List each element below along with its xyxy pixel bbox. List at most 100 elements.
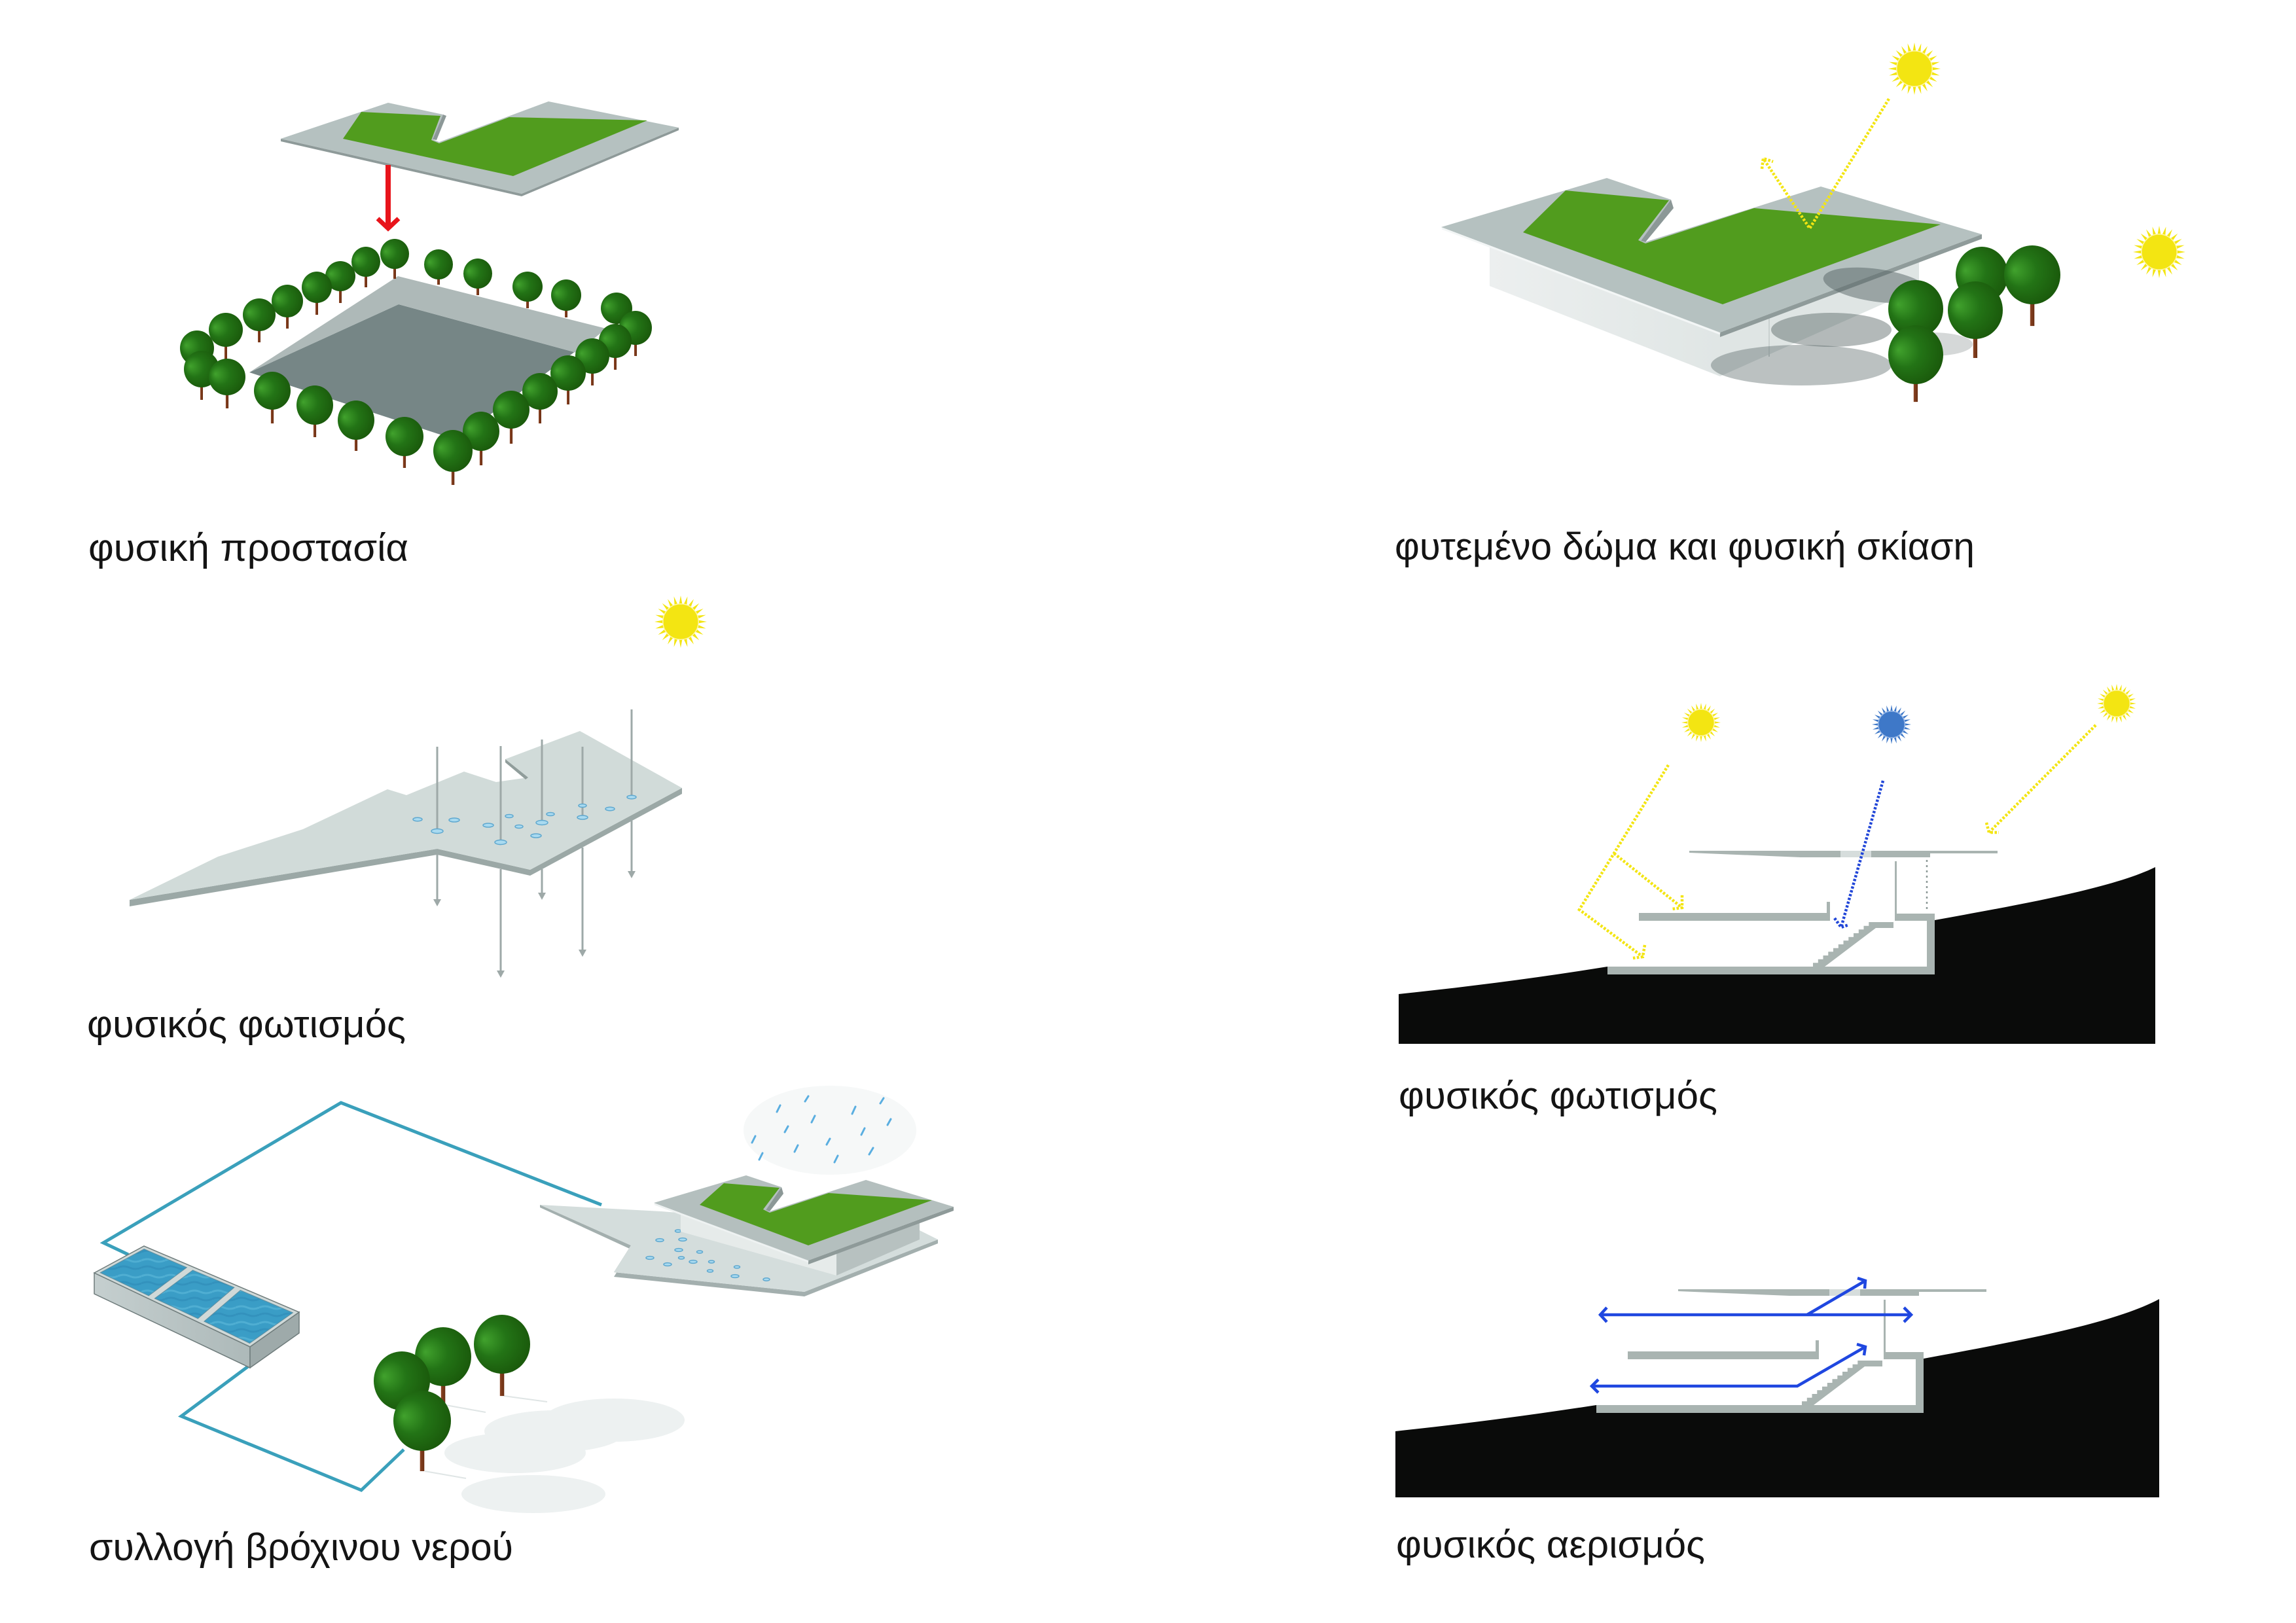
tree-trunk	[509, 420, 513, 444]
skylight	[689, 1259, 698, 1264]
sun-ray-spike	[2157, 226, 2161, 236]
sun-ray-spike	[1700, 735, 1702, 742]
light-shafts-upper	[436, 709, 633, 842]
tree	[209, 313, 243, 360]
drain-pipe	[99, 1101, 602, 1492]
sun-ray-spike	[1912, 85, 1916, 95]
sun-ray-spike	[2134, 245, 2144, 249]
column	[1884, 1300, 1886, 1353]
arrow-head	[376, 217, 401, 232]
tree	[380, 239, 409, 279]
side-wall	[836, 1222, 920, 1275]
building-section	[1607, 851, 1998, 974]
tree-trunk	[614, 350, 617, 370]
skylight	[674, 1229, 682, 1233]
tree-canopy	[474, 1315, 530, 1374]
skylight	[482, 823, 494, 828]
sun-ray-spike	[673, 637, 678, 647]
tree-canopy	[351, 247, 380, 277]
tree-canopy	[463, 412, 499, 451]
tree	[463, 259, 492, 295]
skylight	[655, 1238, 664, 1243]
lower-floor-slab	[1596, 1405, 1924, 1413]
sun-ray-spike	[673, 596, 678, 607]
green-roof	[343, 112, 647, 176]
ground-section	[1399, 867, 2155, 1044]
skylight	[448, 817, 460, 823]
rain-drop	[804, 1095, 810, 1103]
tree-canopy	[209, 313, 243, 347]
sun-ray-spike	[2115, 684, 2118, 691]
tree-canopy	[243, 298, 276, 331]
roof-edge-highlight	[1441, 227, 1721, 335]
sun-disk	[662, 603, 699, 640]
shadow-link	[503, 1395, 548, 1402]
tree-canopy	[463, 259, 492, 289]
tree-canopy	[325, 261, 355, 291]
sun-icon	[655, 596, 707, 648]
tree	[302, 272, 332, 315]
rear-floor-slab	[1895, 914, 1935, 921]
tree	[386, 417, 423, 468]
rain	[744, 1086, 916, 1175]
rain-drop	[851, 1105, 857, 1115]
roof-notch-face	[1641, 200, 1674, 242]
water-tank	[93, 1245, 300, 1369]
shadow-link	[445, 1404, 486, 1413]
sun-ray-spike	[679, 638, 683, 648]
slab-top	[130, 731, 682, 900]
shade-trees	[1888, 245, 2060, 402]
tree-trunk	[2030, 291, 2035, 327]
floating-green-roof	[281, 101, 679, 196]
tree	[254, 372, 291, 423]
sunlight-ray	[1613, 852, 1683, 909]
sun-disk	[1896, 50, 1933, 87]
ray-arrowhead	[1984, 822, 1999, 834]
rain-drop	[783, 1125, 789, 1133]
green-roof	[1523, 190, 1941, 304]
lower-floor-slab	[1607, 967, 1935, 974]
tree-trunk	[270, 401, 274, 423]
skylight-openings	[412, 794, 637, 846]
caption: φυσικός αερισμός	[1396, 1524, 1705, 1566]
tree-trunk	[440, 1372, 446, 1406]
panel-natural-lighting-plan: φυσικός φωτισμός	[87, 596, 707, 1046]
slab-notch-face	[505, 759, 528, 779]
light-shaft-arrowhead	[538, 893, 546, 900]
sunlight-rays	[1577, 724, 2097, 960]
tree	[272, 285, 303, 329]
tree-canopy	[209, 359, 245, 395]
sun-ray-spike	[1912, 43, 1916, 52]
light-shafts-lower	[433, 821, 636, 978]
skylight	[535, 819, 548, 826]
column	[1895, 861, 1897, 914]
tree-trunk	[365, 270, 367, 287]
slab-edge	[130, 788, 682, 906]
tree-canopy	[493, 391, 529, 429]
tree-trunk	[539, 401, 541, 423]
skylight	[645, 1255, 655, 1260]
sun-ray-spike	[1713, 721, 1721, 724]
tree-canopy	[302, 272, 332, 303]
sun-icon	[2133, 226, 2185, 278]
sun-ray-spike	[1907, 84, 1912, 94]
upper-floor-slab	[1628, 1351, 1819, 1359]
tree-trunk	[224, 339, 227, 360]
tree-trunk	[479, 442, 483, 465]
sun-icon	[1681, 703, 1721, 742]
panel-natural-protection: φυσική προστασία	[88, 101, 679, 569]
skylight	[708, 1260, 715, 1264]
sun-ray-spike	[655, 620, 664, 624]
skylight-openings	[645, 1229, 770, 1281]
rain-drop	[879, 1097, 885, 1105]
sun-ray-spike	[1929, 71, 1940, 76]
tree	[512, 272, 543, 308]
sun-ray-spike	[2152, 267, 2157, 277]
upper-floor-slab	[1639, 913, 1830, 921]
pipe-to-tank	[99, 1101, 602, 1257]
skylight	[412, 817, 423, 822]
site-floor	[249, 304, 606, 440]
green-roof	[700, 1183, 932, 1245]
tree-canopy	[550, 355, 586, 391]
stair	[1802, 1361, 1882, 1405]
